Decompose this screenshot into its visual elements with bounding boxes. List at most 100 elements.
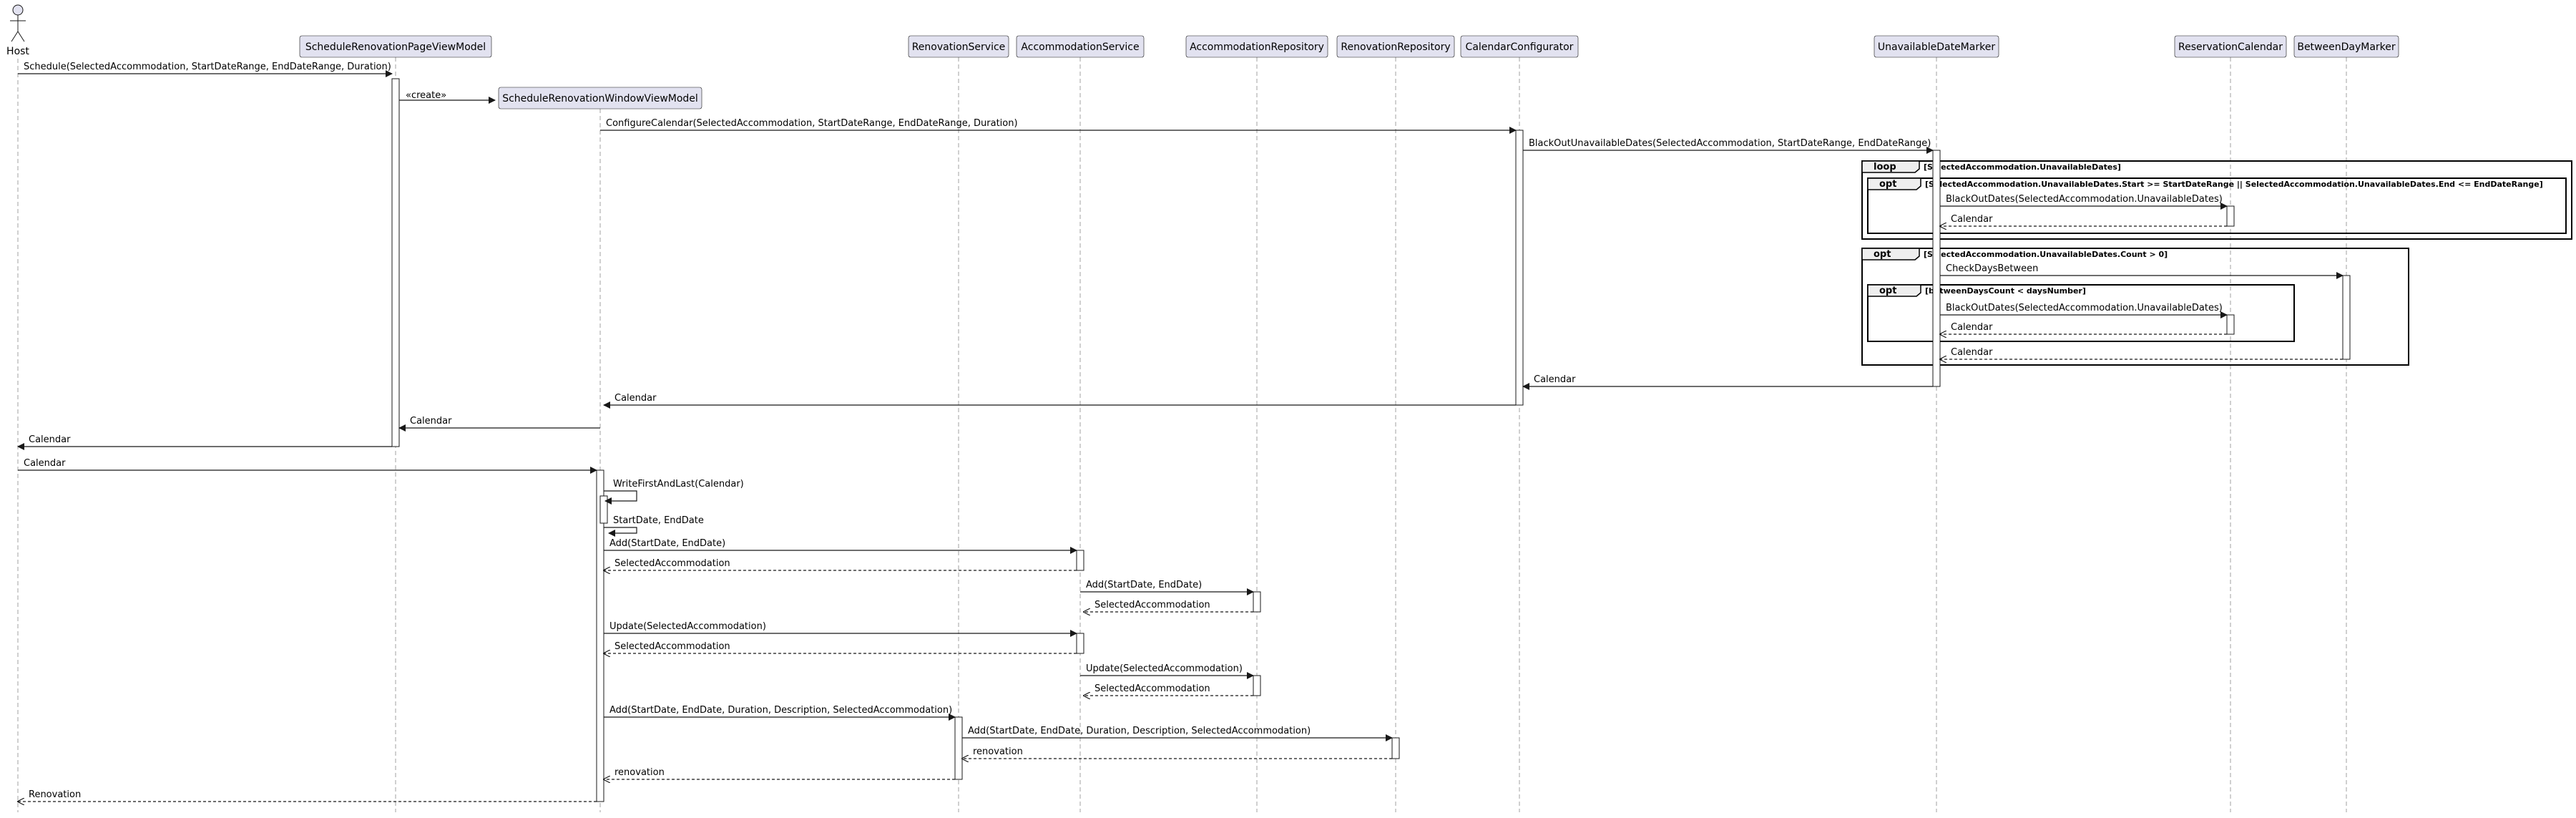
participant-box xyxy=(1874,35,1999,58)
participant-box xyxy=(1016,35,1145,58)
participant-rc: ReservationCalendar xyxy=(2174,35,2287,58)
message-23: Update(SelectedAccommodation) xyxy=(1080,663,1254,679)
participant-box xyxy=(2174,35,2287,58)
message-25: Add(StartDate, EndDate, Duration, Descri… xyxy=(604,705,956,721)
fragment-frame xyxy=(1867,284,2295,342)
activation-cc xyxy=(1515,130,1524,406)
fragment-tab xyxy=(1867,284,1921,297)
activation-rc xyxy=(2226,314,2235,335)
message-label: Add(StartDate, EndDate) xyxy=(1086,580,1202,590)
message-label: SelectedAccommodation xyxy=(1094,600,1210,610)
message-17: Add(StartDate, EndDate) xyxy=(604,538,1077,554)
actor-leg-left xyxy=(11,31,19,42)
participant-box xyxy=(1336,35,1455,58)
message-18: SelectedAccommodation xyxy=(604,558,1077,570)
message-label: Calendar xyxy=(24,458,66,469)
actor-leg-right xyxy=(17,31,25,42)
participant-udm: UnavailableDateMarker xyxy=(1874,35,1999,58)
fragment-operator: loop xyxy=(1874,162,1896,172)
message-label: SelectedAccommodation xyxy=(1094,683,1210,694)
message-label: Calendar xyxy=(614,393,657,404)
message-label: Schedule(SelectedAccommodation, StartDat… xyxy=(24,62,391,72)
participant-label: ReservationCalendar xyxy=(2178,42,2283,53)
participant-win: ScheduleRenovationWindowViewModel xyxy=(498,87,702,109)
message-13: Calendar xyxy=(17,434,392,450)
participant-label: RenovationService xyxy=(912,42,1006,53)
message-label: Calendar xyxy=(1951,214,1993,225)
fragment-frame xyxy=(1867,177,2567,234)
message-label: BlackOutDates(SelectedAccommodation.Unav… xyxy=(1946,194,2223,205)
participant-label: ScheduleRenovationPageViewModel xyxy=(305,42,486,53)
message-0: Schedule(SelectedAccommodation, StartDat… xyxy=(18,62,393,77)
actor-head xyxy=(12,4,24,16)
message-28: renovation xyxy=(604,767,955,779)
message-label: CheckDaysBetween xyxy=(1946,263,2038,274)
message-19: Add(StartDate, EndDate) xyxy=(1080,580,1254,595)
participant-as: AccommodationService xyxy=(1016,35,1145,58)
fragment-opt: opt [betweenDaysCount < daysNumber] xyxy=(1867,284,2295,342)
message-label: Renovation xyxy=(29,789,81,800)
message-22: SelectedAccommodation xyxy=(604,641,1077,653)
message-11: Calendar xyxy=(603,393,1516,409)
fragment-operator: opt xyxy=(1874,249,1891,260)
participant-box xyxy=(908,35,1009,58)
participant-label: AccommodationService xyxy=(1021,42,1139,53)
activation-ar xyxy=(1253,591,1261,613)
activation-vm xyxy=(391,78,400,447)
fragment-guard: [betweenDaysCount < daysNumber] xyxy=(1925,286,2086,296)
fragment-tab xyxy=(1861,160,1920,173)
fragment-loop: loop [SelectedAccommodation.UnavailableDa… xyxy=(1861,160,2572,240)
fragment-operator: opt xyxy=(1879,179,1896,190)
activation-bdm xyxy=(2342,275,2351,360)
fragment-frame xyxy=(1861,160,2572,240)
message-6: CheckDaysBetween xyxy=(1940,263,2344,279)
fragment-operator: opt xyxy=(1879,286,1896,296)
message-label: Calendar xyxy=(1951,347,1993,358)
message-label: Update(SelectedAccommodation) xyxy=(1086,663,1243,674)
message-29: Renovation xyxy=(18,789,597,802)
participant-box xyxy=(2293,35,2399,58)
message-label: BlackOutUnavailableDates(SelectedAccommo… xyxy=(1529,138,1931,149)
participant-label: AccommodationRepository xyxy=(1190,42,1324,53)
message-3: BlackOutUnavailableDates(SelectedAccommo… xyxy=(1523,138,1934,154)
message-label: StartDate, EndDate xyxy=(613,515,704,526)
participant-label: RenovationRepository xyxy=(1341,42,1450,53)
participant-box xyxy=(498,87,702,109)
message-label: Update(SelectedAccommodation) xyxy=(609,621,766,632)
message-21: Update(SelectedAccommodation) xyxy=(604,621,1077,637)
message-20: SelectedAccommodation xyxy=(1084,600,1253,612)
message-label: «create» xyxy=(406,90,446,101)
fragment-opt: opt[SelectedAccommodation.UnavailableDat… xyxy=(1861,248,2409,366)
participant-box xyxy=(299,35,492,58)
message-4: BlackOutDates(SelectedAccommodation.Unav… xyxy=(1940,194,2228,210)
message-arrow xyxy=(604,490,637,505)
message-27: renovation xyxy=(962,746,1392,759)
message-15: WriteFirstAndLast(Calendar) xyxy=(604,479,744,505)
activation-rs xyxy=(954,716,963,780)
message-label: WriteFirstAndLast(Calendar) xyxy=(613,479,744,490)
activation-rc xyxy=(2226,205,2235,227)
participant-label: ScheduleRenovationWindowViewModel xyxy=(502,93,698,104)
activation-ar xyxy=(1253,675,1261,696)
message-5: Calendar xyxy=(1940,214,2227,226)
message-14: Calendar xyxy=(18,458,597,474)
message-24: SelectedAccommodation xyxy=(1084,683,1253,696)
message-12: Calendar xyxy=(398,416,600,432)
message-label: SelectedAccommodation xyxy=(614,558,730,569)
fragment-guard: [SelectedAccommodation.UnavailableDates.… xyxy=(1925,180,2543,189)
message-26: Add(StartDate, EndDate, Duration, Descri… xyxy=(962,726,1393,741)
message-label: SelectedAccommodation xyxy=(614,641,730,652)
message-label: Add(StartDate, EndDate, Duration, Descri… xyxy=(609,705,952,716)
message-label: Add(StartDate, EndDate, Duration, Descri… xyxy=(968,726,1311,736)
participant-label: UnavailableDateMarker xyxy=(1878,42,1995,53)
message-16: StartDate, EndDate xyxy=(604,515,704,537)
participant-label: CalendarConfigurator xyxy=(1466,42,1574,53)
activation-as xyxy=(1076,550,1084,571)
activation-win xyxy=(599,495,608,524)
message-2: ConfigureCalendar(SelectedAccommodation,… xyxy=(600,118,1517,134)
participant-box xyxy=(1185,35,1328,58)
participant-vm: ScheduleRenovationPageViewModel xyxy=(299,35,492,58)
activation-udm xyxy=(1932,150,1941,387)
participant-rs: RenovationService xyxy=(908,35,1009,58)
